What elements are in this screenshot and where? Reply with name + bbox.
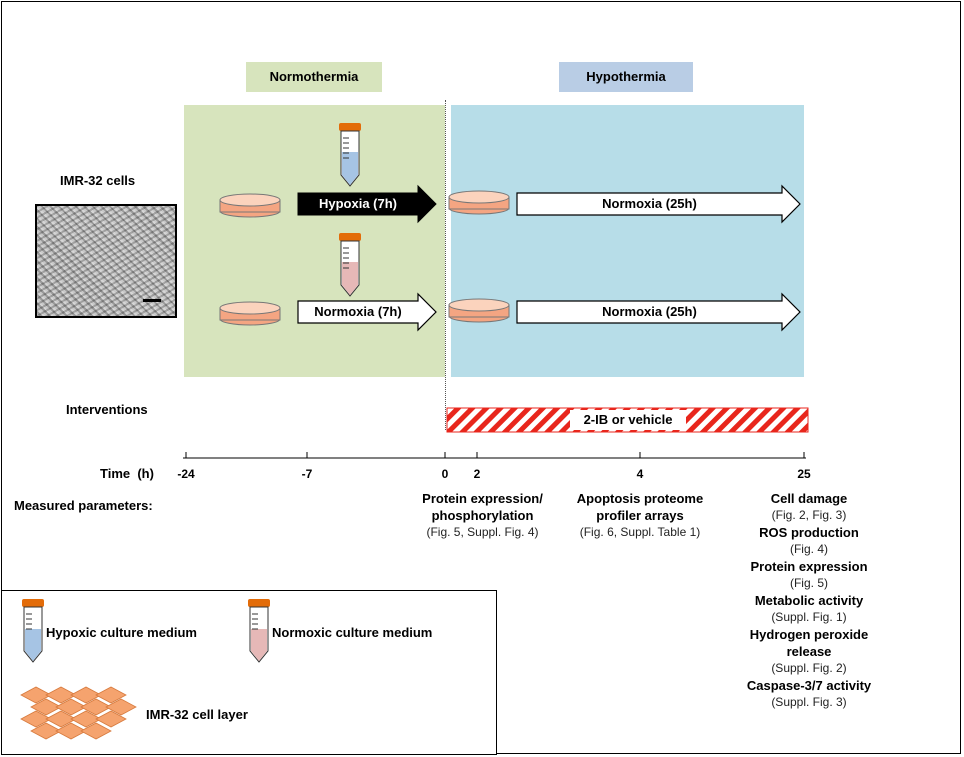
legend-hypoxic-tube-icon [22, 599, 44, 663]
intervention-bar-label: 2-IB or vehicle [583, 412, 673, 427]
time-tick-label-minus7: -7 [301, 467, 313, 481]
normoxic-medium-tube [339, 233, 361, 297]
normoxia-25h-top-arrow [516, 184, 801, 224]
hypothermia-panel [451, 105, 804, 377]
normoxia-25h-bottom-arrow [516, 292, 801, 332]
param-protein-phospho-title: Protein expression/ phosphorylation [422, 491, 543, 523]
param-cell-damage-title: Cell damage [770, 491, 848, 506]
normothermia-label: Normothermia [246, 62, 382, 92]
legend-hypoxic-label: Hypoxic culture medium [46, 625, 197, 640]
param-ros-title: ROS production [759, 525, 859, 540]
time-zero-dotted-line [445, 100, 446, 430]
normoxia-25h-bottom-label: Normoxia (25h) [602, 304, 697, 319]
time-tick-label-minus24: -24 [177, 467, 195, 481]
normoxia-7h-label: Normoxia (7h) [314, 304, 402, 319]
param-apoptosis-ref: (Fig. 6, Suppl. Table 1) [579, 525, 701, 539]
param-h2o2-title: Hydrogen peroxide release [749, 627, 869, 659]
measured-parameters-label: Measured parameters: [14, 498, 153, 513]
normoxia-7h-arrow [297, 292, 437, 332]
time-tick-label-4: 4 [636, 467, 644, 481]
param-h2o2-ref: (Suppl. Fig. 2) [771, 661, 847, 675]
hypoxia-arrow [297, 184, 437, 224]
normoxia-25h-top-label: Normoxia (25h) [602, 196, 697, 211]
dish-hypoxia-start [219, 193, 281, 218]
time-axis-label: Time (h) [100, 466, 154, 481]
dish-normoxia-start [219, 301, 281, 326]
diagram-graphics [183, 123, 809, 459]
param-col-25h: Cell damage (Fig. 2, Fig. 3) ROS product… [730, 490, 888, 711]
time-tick-label-25: 25 [797, 467, 811, 481]
time-tick-label-2: 2 [473, 467, 481, 481]
legend-normoxic-label: Normoxic culture medium [272, 625, 433, 640]
intervention-label-box [570, 410, 686, 430]
cell-micrograph [35, 204, 177, 318]
legend-normoxic-tube-icon [248, 599, 270, 663]
legend-cell-layer-icon [20, 686, 137, 740]
dish-hypoxia-end [448, 190, 510, 215]
legend-box: Hypoxic culture medium Normoxic culture … [1, 590, 497, 755]
cells-label: IMR-32 cells [60, 173, 136, 188]
hypoxia-arrow-label: Hypoxia (7h) [318, 196, 397, 211]
param-col-4h: Apoptosis proteome profiler arrays (Fig.… [560, 490, 720, 541]
param-protein-phospho-ref: (Fig. 5, Suppl. Fig. 4) [426, 525, 539, 539]
legend-cell-layer-label: IMR-32 cell layer [146, 707, 248, 722]
hypothermia-label: Hypothermia [559, 62, 693, 92]
interventions-label: Interventions [66, 402, 148, 417]
param-caspase-title: Caspase-3/7 activity [746, 678, 872, 693]
param-protein-expression-ref: (Fig. 5) [789, 576, 828, 590]
param-ros-ref: (Fig. 4) [789, 542, 828, 556]
param-protein-expression-title: Protein expression [750, 559, 868, 574]
normothermia-panel [184, 105, 445, 377]
param-col-0h: Protein expression/ phosphorylation (Fig… [395, 490, 570, 541]
time-tick-label-0: 0 [441, 467, 449, 481]
scale-bar [143, 299, 161, 302]
param-apoptosis-title: Apoptosis proteome profiler arrays [576, 491, 704, 523]
dish-normoxia-end [448, 298, 510, 323]
param-cell-damage-ref: (Fig. 2, Fig. 3) [771, 508, 847, 522]
param-metabolic-title: Metabolic activity [754, 593, 864, 608]
param-metabolic-ref: (Suppl. Fig. 1) [771, 610, 847, 624]
param-caspase-ref: (Suppl. Fig. 3) [771, 695, 847, 709]
hypoxic-medium-tube [339, 123, 361, 187]
